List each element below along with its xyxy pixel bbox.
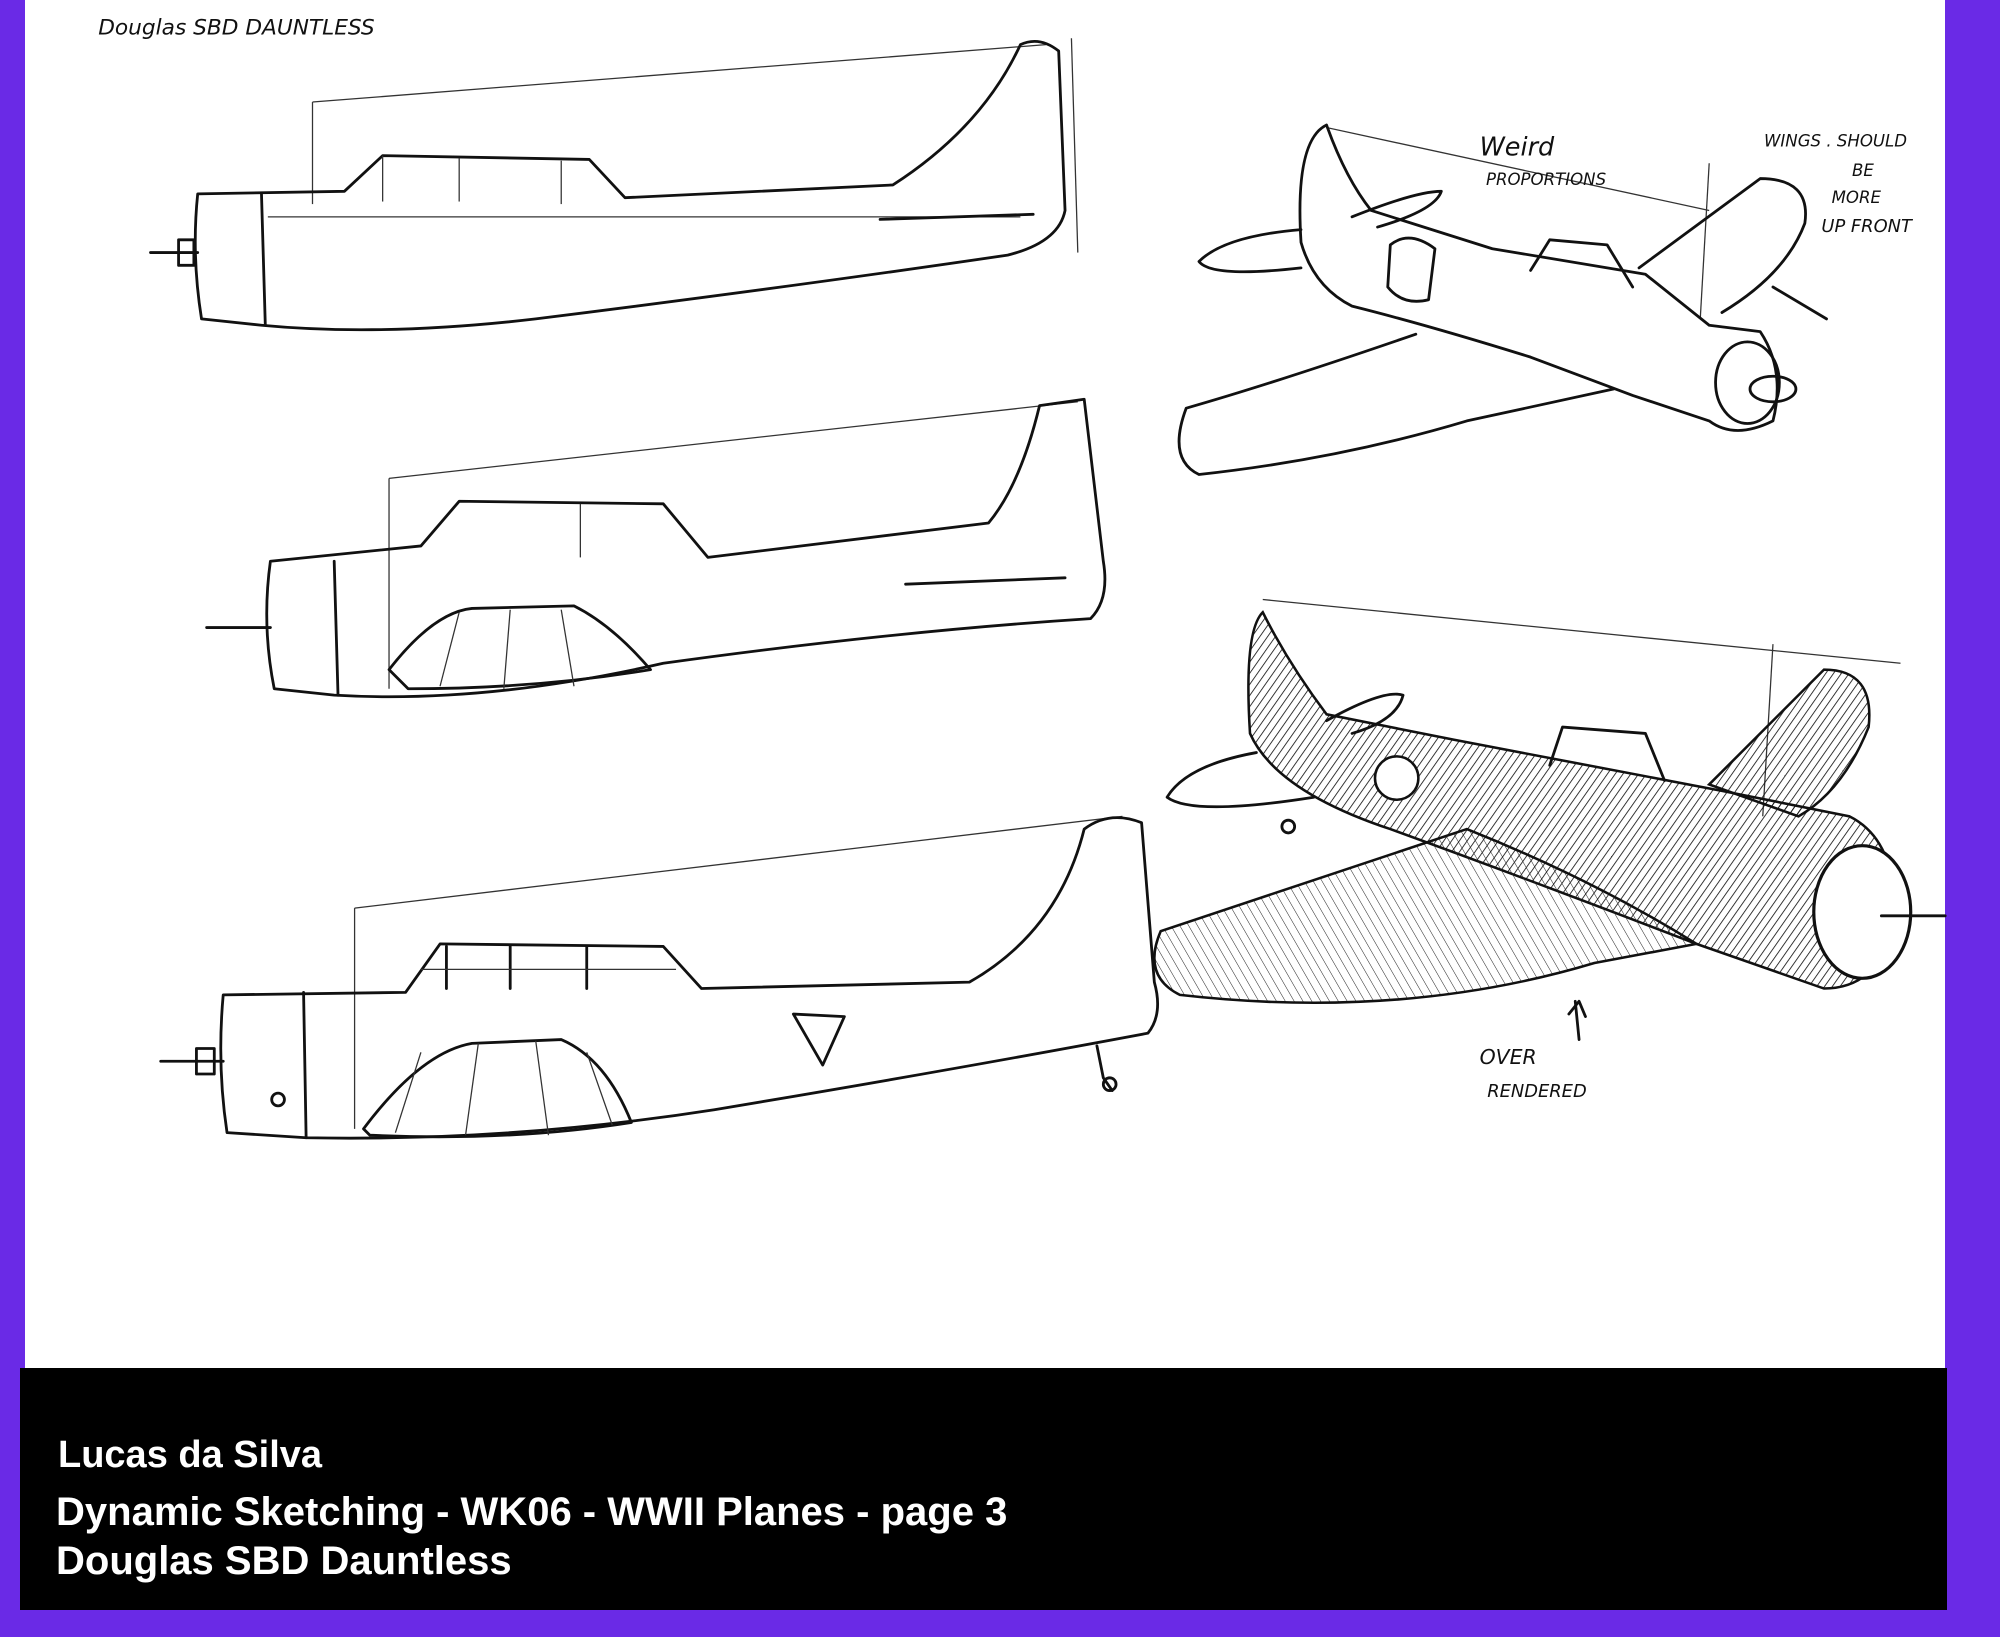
plane-side-view-2 bbox=[205, 397, 1107, 699]
note-be: BE bbox=[1852, 161, 1874, 180]
note-wings: WINGS . SHOULD bbox=[1764, 132, 1907, 151]
plane-sketches: Douglas SBD DAUNTLESS bbox=[98, 15, 1947, 1140]
author-name: Lucas da Silva bbox=[58, 1434, 323, 1476]
plane-side-view-3 bbox=[159, 815, 1160, 1140]
course-title: Dynamic Sketching - WK06 - WWII Planes -… bbox=[56, 1490, 1008, 1534]
note-weird: Weird bbox=[1480, 133, 1555, 163]
caption-panel: Lucas da Silva Dynamic Sketching - WK06 … bbox=[20, 1368, 1947, 1610]
note-rendered: RENDERED bbox=[1487, 1081, 1586, 1102]
subject-title: Douglas SBD Dauntless bbox=[56, 1539, 512, 1583]
plane-side-view-1 bbox=[149, 38, 1079, 332]
plane-perspective-rendered bbox=[1153, 598, 1947, 1041]
note-up-front: UP FRONT bbox=[1821, 216, 1914, 237]
note-more: MORE bbox=[1832, 188, 1882, 207]
note-proportions: PROPORTIONS bbox=[1486, 170, 1606, 189]
note-over: OVER bbox=[1480, 1045, 1537, 1069]
sketch-page: Douglas SBD DAUNTLESS bbox=[25, 0, 1947, 1368]
plane-perspective-1 bbox=[1177, 123, 1828, 476]
title-note: Douglas SBD DAUNTLESS bbox=[98, 15, 375, 40]
